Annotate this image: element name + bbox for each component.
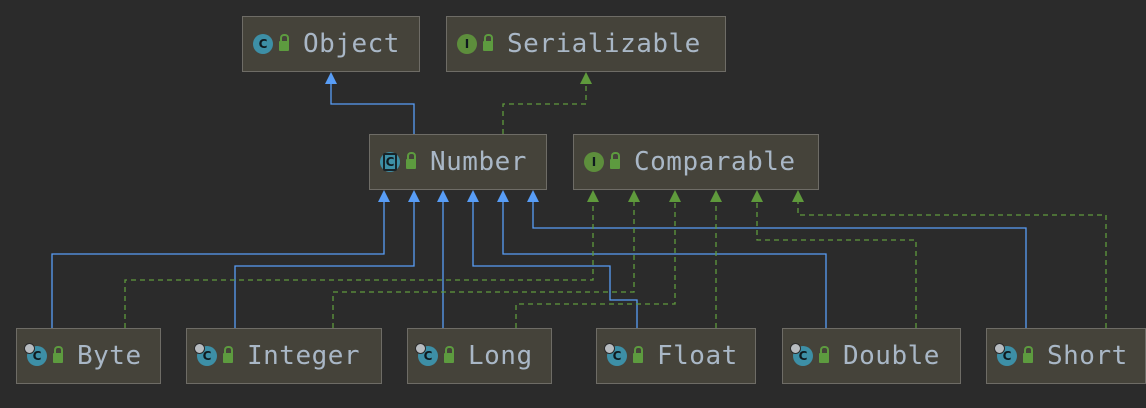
edge-double-to-comparable xyxy=(756,200,917,328)
final-class-icon: C xyxy=(24,343,47,366)
arrowhead-float-to-comparable xyxy=(710,190,722,202)
arrowhead-long-to-number xyxy=(437,190,449,202)
arrowhead-integer-to-number xyxy=(408,190,420,202)
final-class-icon: C xyxy=(994,343,1017,366)
final-class-icon: C xyxy=(194,343,217,366)
final-class-icon: C xyxy=(415,343,438,366)
node-label: Serializable xyxy=(507,29,701,59)
public-lock-icon xyxy=(633,346,643,363)
node-label: Number xyxy=(430,147,527,177)
final-class-icon: C xyxy=(604,343,627,366)
node-label: Integer xyxy=(247,341,361,371)
arrowhead-byte-to-comparable xyxy=(587,190,599,202)
arrowhead-double-to-comparable xyxy=(751,190,763,202)
edge-double-to-number xyxy=(502,200,827,328)
edge-byte-to-comparable xyxy=(124,200,594,328)
node-label: Comparable xyxy=(634,147,796,177)
public-lock-icon xyxy=(444,346,454,363)
node-integer[interactable]: C Integer xyxy=(186,328,382,384)
node-byte[interactable]: C Byte xyxy=(16,328,161,384)
public-lock-icon xyxy=(223,346,233,363)
arrowhead-float-to-number xyxy=(467,190,479,202)
interface-icon: I xyxy=(584,152,604,172)
node-serializable[interactable]: I Serializable xyxy=(446,16,726,72)
node-comparable[interactable]: I Comparable xyxy=(573,134,819,190)
node-label: Byte xyxy=(77,341,142,371)
abstract-class-icon: C xyxy=(380,152,400,172)
arrowhead-byte-to-number xyxy=(378,190,390,202)
edge-integer-to-number xyxy=(234,200,415,328)
node-number[interactable]: C Number xyxy=(369,134,547,190)
edge-float-to-number xyxy=(472,200,638,328)
public-lock-icon xyxy=(53,346,63,363)
edge-number-to-serializable xyxy=(502,82,587,134)
edge-byte-to-number xyxy=(51,200,385,328)
public-lock-icon xyxy=(279,34,289,51)
arrowhead-short-to-number xyxy=(527,190,539,202)
node-label: Object xyxy=(303,29,400,59)
node-object[interactable]: C Object xyxy=(242,16,420,72)
edge-number-to-object xyxy=(330,82,415,134)
edge-long-to-comparable xyxy=(515,200,676,328)
node-long[interactable]: C Long xyxy=(407,328,552,384)
arrowhead-number-to-object xyxy=(325,72,337,84)
arrowhead-short-to-comparable xyxy=(792,190,804,202)
class-icon: C xyxy=(253,34,273,54)
public-lock-icon xyxy=(610,152,620,169)
final-class-icon: C xyxy=(790,343,813,366)
edge-integer-to-comparable xyxy=(332,200,635,328)
arrowhead-double-to-number xyxy=(497,190,509,202)
public-lock-icon xyxy=(483,34,493,51)
node-float[interactable]: C Float xyxy=(596,328,756,384)
node-label: Long xyxy=(468,341,533,371)
node-label: Double xyxy=(843,341,940,371)
interface-icon: I xyxy=(457,34,477,54)
public-lock-icon xyxy=(819,346,829,363)
public-lock-icon xyxy=(406,152,416,169)
arrowhead-long-to-comparable xyxy=(669,190,681,202)
node-double[interactable]: C Double xyxy=(782,328,961,384)
arrowhead-integer-to-comparable xyxy=(628,190,640,202)
arrowhead-number-to-serializable xyxy=(580,72,592,84)
public-lock-icon xyxy=(1023,346,1033,363)
node-label: Float xyxy=(657,341,738,371)
node-short[interactable]: C Short xyxy=(986,328,1146,384)
edge-short-to-comparable xyxy=(797,200,1107,328)
edge-short-to-number xyxy=(532,200,1027,328)
node-label: Short xyxy=(1047,341,1128,371)
